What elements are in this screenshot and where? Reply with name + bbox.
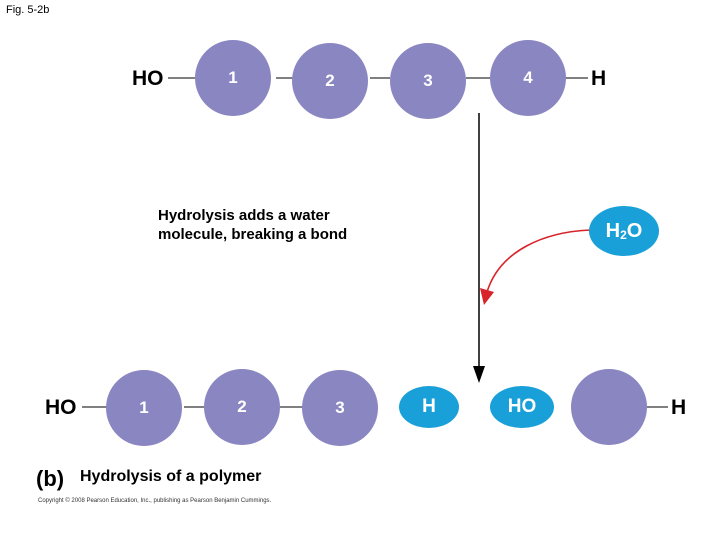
bottom-left-end-label: HO: [45, 396, 77, 419]
bottom-monomer-3: 3: [302, 370, 378, 446]
hydroxyl-group: HO: [490, 386, 554, 428]
figure-label: Fig. 5-2b: [6, 4, 50, 16]
top-right-end-label: H: [591, 67, 607, 90]
panel-letter: (b): [36, 466, 65, 491]
water-arrow: [486, 229, 591, 293]
panel-title: Hydrolysis of a polymer: [80, 468, 262, 485]
caption-line-1: Hydrolysis adds a water: [158, 207, 330, 224]
bottom-monomer-4: [571, 369, 647, 445]
copyright-notice: Copyright © 2008 Pearson Education, Inc.…: [38, 498, 272, 504]
caption-line-2: molecule, breaking a bond: [158, 226, 348, 243]
top-monomer-2: 2: [292, 43, 368, 119]
reaction-caption: Hydrolysis adds a water molecule, breaki…: [158, 206, 347, 244]
water-o: O: [626, 219, 643, 242]
top-monomer-1: 1: [195, 40, 271, 116]
top-left-end-label: HO: [132, 67, 164, 90]
water-h: H: [605, 219, 621, 242]
hydrogen-group: H: [399, 386, 459, 428]
top-monomer-3: 3: [390, 43, 466, 119]
water-subscript: 2: [620, 228, 627, 242]
bottom-monomer-1: 1: [106, 370, 182, 446]
bottom-monomer-2: 2: [204, 369, 280, 445]
bottom-right-end-label: H: [671, 396, 687, 419]
top-monomer-4: 4: [490, 40, 566, 116]
